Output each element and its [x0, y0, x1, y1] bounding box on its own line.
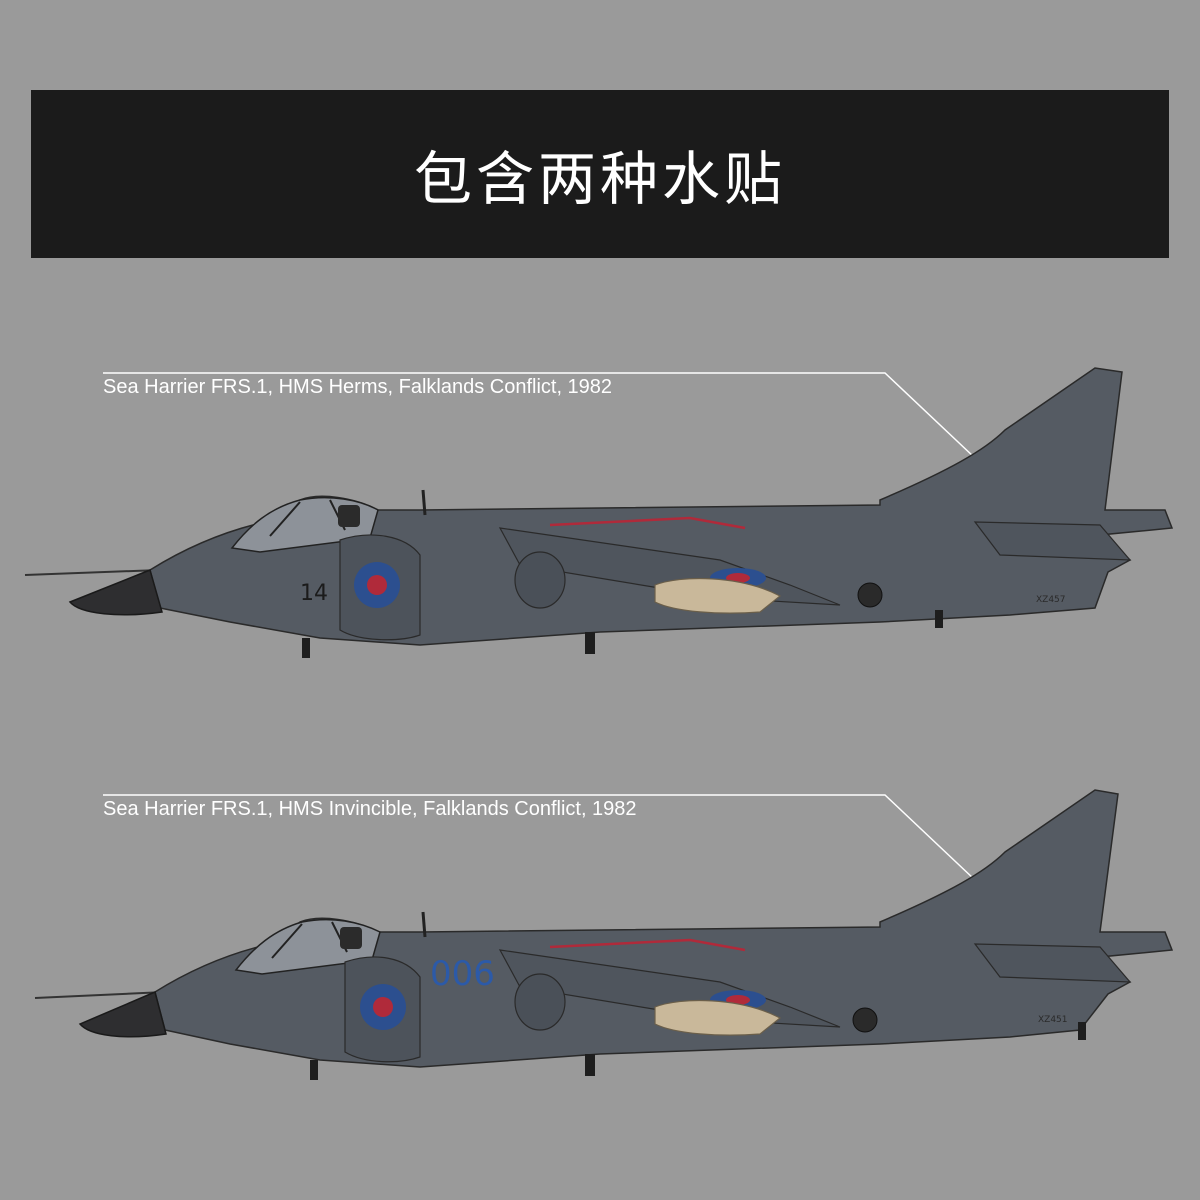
tail-gear — [935, 610, 943, 628]
title-banner: 包含两种水贴 — [31, 90, 1169, 258]
serial-number: XZ457 — [1036, 595, 1066, 605]
pitot-probe — [24, 569, 161, 576]
scheme-invincible: Sea Harrier FRS.1, HMS Invincible, Falkl… — [0, 782, 1200, 1102]
scheme-caption: Sea Harrier FRS.1, HMS Herms, Falklands … — [103, 376, 613, 398]
pilot-helmet — [338, 505, 360, 527]
nose-cone — [68, 568, 163, 616]
tailplane — [973, 943, 1132, 983]
banner-title: 包含两种水贴 — [413, 145, 786, 213]
fuselage-roundel-inner — [367, 575, 387, 595]
antenna — [421, 489, 427, 516]
nose-cone — [78, 990, 167, 1038]
tail-gear — [1078, 1022, 1086, 1040]
leader-line — [103, 794, 976, 881]
engine-nozzle — [514, 551, 566, 609]
tailplane — [973, 521, 1132, 561]
scheme-herms: Sea Harrier FRS.1, HMS Herms, Falklands … — [0, 360, 1200, 680]
red-stripe — [549, 938, 746, 952]
scheme-caption: Sea Harrier FRS.1, HMS Invincible, Falkl… — [103, 798, 637, 820]
nose-gear — [310, 1060, 318, 1080]
pitot-probe — [34, 991, 166, 999]
leader-line — [103, 372, 976, 459]
side-number: 14 — [300, 581, 328, 606]
engine-nozzle — [514, 973, 566, 1031]
fuselage-roundel-inner — [373, 997, 393, 1017]
pilot-helmet — [340, 927, 362, 949]
main-gear — [585, 632, 595, 654]
side-number: 006 — [430, 954, 495, 994]
aircraft-illustration: 006 XZ451 — [34, 789, 1174, 1080]
red-stripe — [549, 516, 746, 530]
serial-number: XZ451 — [1038, 1015, 1068, 1025]
outrigger-wheel — [857, 582, 883, 608]
nose-gear — [302, 638, 310, 658]
drop-tank — [654, 577, 782, 614]
main-gear — [585, 1054, 595, 1076]
aircraft-illustration: 14 XZ457 — [24, 367, 1174, 658]
antenna — [421, 911, 427, 938]
outrigger-wheel — [852, 1007, 878, 1033]
drop-tank — [654, 999, 782, 1036]
